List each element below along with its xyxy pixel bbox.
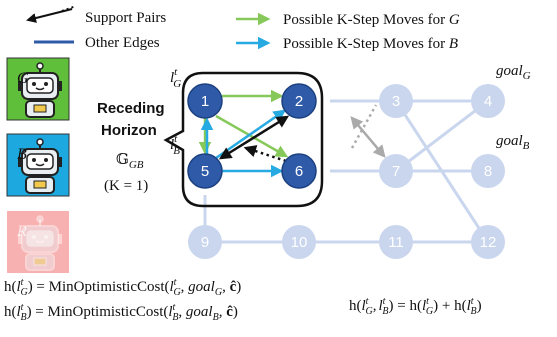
node-label: 4 — [484, 93, 492, 110]
node-label: 10 — [291, 234, 308, 251]
label-goal-b: goalB — [496, 133, 530, 152]
node-label: 12 — [480, 234, 497, 251]
robot-letter: R — [16, 223, 27, 240]
support-pair-solid-arrow-icon — [26, 8, 73, 23]
node-4: 4 — [471, 84, 505, 118]
node-label: 5 — [201, 163, 209, 180]
robot-letter: G — [17, 70, 29, 87]
node-9: 9 — [188, 225, 222, 259]
node-2: 2 — [281, 83, 317, 119]
node-10: 10 — [282, 225, 316, 259]
horizon-graph-symbol: 𝔾GB — [116, 152, 144, 171]
node-11: 11 — [379, 225, 413, 259]
horizon-title-line1: Receding — [97, 100, 165, 117]
label-goal-g: goalG — [496, 63, 531, 82]
legend: Support Pairs Other Edges Possible K-Ste… — [26, 5, 460, 52]
node-3: 3 — [379, 84, 413, 118]
horizon-title-line2: Horizon — [101, 122, 157, 139]
node-6: 6 — [281, 153, 317, 189]
legend-other-edges: Other Edges — [85, 35, 160, 51]
node-label: 11 — [388, 234, 404, 251]
node-8: 8 — [471, 154, 505, 188]
robot-b-icon: B — [6, 133, 70, 197]
legend-support-pairs: Support Pairs — [85, 10, 166, 26]
receding-horizon-box — [163, 71, 324, 208]
horizon-k-text: (K = 1) — [104, 178, 148, 194]
node-1: 1 — [187, 83, 223, 119]
node-label: 8 — [484, 163, 492, 180]
node-label: 7 — [392, 163, 400, 180]
node-5: 5 — [187, 153, 223, 189]
node-label: 6 — [295, 163, 303, 180]
robot-g-icon: G — [6, 57, 70, 121]
node-label: 3 — [392, 93, 400, 110]
robot-r-icon: R — [7, 211, 69, 273]
node-7: 7 — [379, 154, 413, 188]
node-label: 2 — [295, 93, 303, 110]
node-12: 12 — [471, 225, 505, 259]
node-label: 1 — [201, 93, 209, 110]
support-pairs — [218, 104, 386, 163]
node-label: 9 — [201, 234, 209, 251]
legend-moves-g: Possible K-Step Moves for G — [283, 12, 460, 28]
agent-avatars: G B R — [6, 57, 70, 273]
legend-moves-b: Possible K-Step Moves for B — [283, 36, 458, 52]
robot-letter: B — [17, 146, 27, 163]
